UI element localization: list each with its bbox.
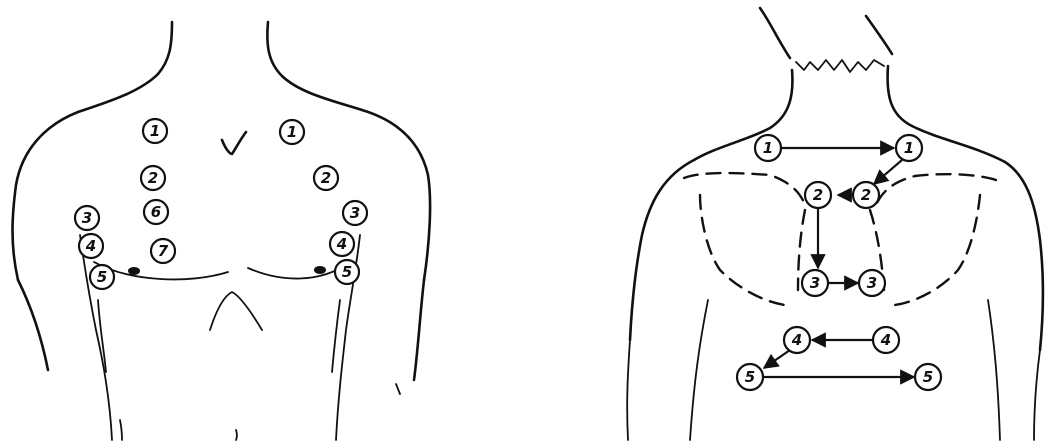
front-torso-outline: [13, 22, 431, 440]
back-point-1-left[interactable]: 1: [755, 135, 781, 161]
svg-text:2: 2: [321, 169, 331, 187]
svg-text:3: 3: [82, 209, 92, 227]
back-auscultation-points: 1 1 2 2 3 3 4 4 5 5: [737, 135, 941, 390]
svg-text:5: 5: [342, 263, 352, 281]
front-point-1-left[interactable]: 1: [143, 119, 167, 143]
back-point-4-right[interactable]: 4: [873, 327, 899, 353]
svg-text:3: 3: [810, 274, 820, 292]
arrow-1-to-2: [874, 160, 902, 184]
svg-text:5: 5: [745, 368, 755, 386]
front-point-2-right[interactable]: 2: [314, 166, 338, 190]
svg-text:1: 1: [287, 123, 297, 141]
svg-text:1: 1: [150, 122, 160, 140]
arrow-4-to-5: [764, 350, 790, 368]
back-point-3-left[interactable]: 3: [802, 270, 828, 296]
svg-text:3: 3: [350, 204, 360, 222]
svg-text:2: 2: [861, 186, 871, 204]
front-point-5-right[interactable]: 5: [335, 260, 359, 284]
back-point-1-right[interactable]: 1: [896, 135, 922, 161]
svg-text:3: 3: [867, 274, 877, 292]
back-point-2-right[interactable]: 2: [853, 182, 879, 208]
front-auscultation-points: 1 1 2 2 6 7 3 3 4 4 5 5: [75, 119, 367, 289]
front-point-4-right[interactable]: 4: [330, 232, 354, 256]
svg-text:6: 6: [151, 203, 161, 221]
back-point-5-right[interactable]: 5: [915, 364, 941, 390]
front-point-4-left[interactable]: 4: [79, 234, 103, 258]
svg-text:2: 2: [148, 169, 158, 187]
back-point-5-left[interactable]: 5: [737, 364, 763, 390]
svg-text:4: 4: [85, 237, 96, 255]
back-point-2-left[interactable]: 2: [805, 182, 831, 208]
back-torso-outline: [627, 8, 1043, 440]
svg-text:4: 4: [880, 331, 891, 349]
svg-text:7: 7: [158, 242, 169, 260]
svg-text:2: 2: [813, 186, 823, 204]
front-point-2-left[interactable]: 2: [141, 166, 165, 190]
front-point-3-left[interactable]: 3: [75, 206, 99, 230]
front-point-6[interactable]: 6: [144, 200, 168, 224]
svg-text:5: 5: [923, 368, 933, 386]
svg-text:1: 1: [763, 139, 773, 157]
back-point-3-right[interactable]: 3: [859, 270, 885, 296]
front-point-5-left[interactable]: 5: [90, 265, 114, 289]
svg-text:4: 4: [791, 331, 802, 349]
front-point-7[interactable]: 7: [151, 239, 175, 263]
front-point-3-right[interactable]: 3: [343, 201, 367, 225]
svg-text:4: 4: [336, 235, 347, 253]
svg-text:1: 1: [904, 139, 914, 157]
back-point-4-left[interactable]: 4: [784, 327, 810, 353]
front-point-1-right[interactable]: 1: [280, 120, 304, 144]
svg-text:5: 5: [97, 268, 107, 286]
